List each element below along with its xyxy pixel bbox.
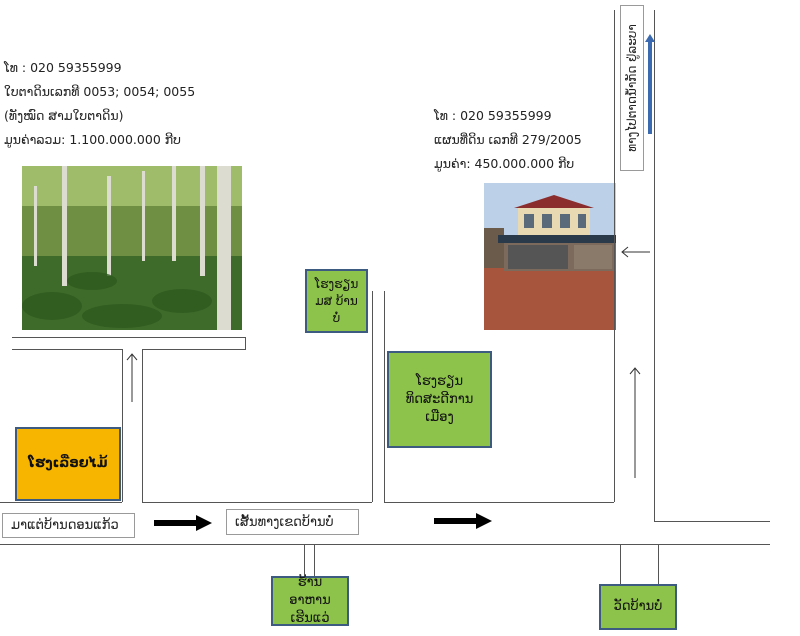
school-district-label: ໂຮງຮຽນ ທິດສະດີການເມືອງ (387, 351, 492, 448)
road-main-upper (0, 502, 122, 503)
school-district-text: ໂຮງຮຽນ ທິດສະດີການເມືອງ (405, 373, 474, 425)
right-price: ມູນຄ່າ: 450.000.000 ກີບ (434, 156, 575, 171)
main-road-label: ເສັ້ນທາງເຂດບ້ານບໍ່ (226, 509, 359, 535)
left-arrow-icon (621, 246, 650, 258)
main-road-text: ເສັ້ນທາງເຂດບ້ານບໍ່ (235, 514, 334, 530)
road-main-lower (0, 544, 770, 545)
road-main-upper-right (384, 502, 614, 503)
sawmill-text: ໂຮງເລື່ອຍໄມ້ (28, 456, 108, 471)
road-left-end (245, 337, 246, 350)
from-village-text: ມາແຕ່ບ້ານດອນແກ້ວ (11, 518, 119, 533)
road-main-upper-mid (142, 502, 372, 503)
road-school-left (372, 291, 373, 502)
road-north-left (614, 10, 615, 502)
left-deed-note: (ທັງໝົດ ສາມໃບຕາດິນ) (4, 108, 124, 123)
left-deed-numbers: ໃບຕາດິນເລກທີ 0053; 0054; 0055 (4, 84, 196, 99)
up-arrow-icon (629, 367, 641, 478)
road-shop-right (314, 544, 315, 576)
from-village-label: ມາແຕ່ບ້ານດອນແກ້ວ (2, 513, 135, 538)
shop-label: ຮ້ານອາຫານ ເຮີນແວ່ (271, 575, 349, 626)
road-north-right (654, 10, 655, 522)
right-plan-number: ແຜນທີ່ດິນ ເລກທີ 279/2005 (434, 132, 582, 147)
temple-label: ວັດບ້ານບໍ່ (599, 584, 677, 630)
road-temple-left (620, 544, 621, 584)
right-arrow-icon (154, 515, 212, 531)
left-phone: ໂທ : 020 59355999 (4, 60, 122, 75)
house-photo (484, 183, 616, 330)
road-left-top (12, 337, 246, 338)
up-arrow-icon (645, 34, 655, 134)
to-market-text: ທາງໄປຕາດນ້ຳກັດ ຢູ່ລະບາ (625, 24, 639, 152)
shop-text: ຮ້ານອາຫານ ເຮີນແວ່ (289, 575, 331, 626)
right-property-info: ໂທ : 020 59355999 ແຜນທີ່ດິນ ເລກທີ 279/20… (434, 104, 582, 176)
up-arrow-icon (126, 353, 138, 402)
road-east-upper (654, 521, 770, 522)
sawmill-label: ໂຮງເລື່ອຍໄມ້ (15, 427, 121, 501)
right-phone: ໂທ : 020 59355999 (434, 108, 552, 123)
left-property-info: ໂທ : 020 59355999 ໃບຕາດິນເລກທີ 0053; 005… (4, 56, 195, 152)
left-price: ມູນຄ່າລວມ: 1.100.000.000 ກີບ (4, 132, 181, 147)
to-market-label: ທາງໄປຕາດນ້ຳກັດ ຢູ່ລະບາ (620, 5, 644, 171)
school-baanbo-text: ໂຮງຮຽນ ມສ ບ້ານບໍ່ (314, 276, 359, 325)
road-access-right (142, 349, 143, 502)
road-temple-right (658, 544, 659, 584)
right-arrow-icon (434, 513, 492, 529)
road-access-left (122, 349, 123, 502)
road-left-step1 (12, 349, 122, 350)
road-school-right (384, 291, 385, 502)
plantation-photo (22, 166, 242, 330)
temple-text: ວັດບ້ານບໍ່ (613, 599, 663, 614)
road-shop-left (304, 544, 305, 576)
school-baanbo-label: ໂຮງຮຽນ ມສ ບ້ານບໍ່ (305, 269, 368, 333)
road-left-step2 (142, 349, 246, 350)
